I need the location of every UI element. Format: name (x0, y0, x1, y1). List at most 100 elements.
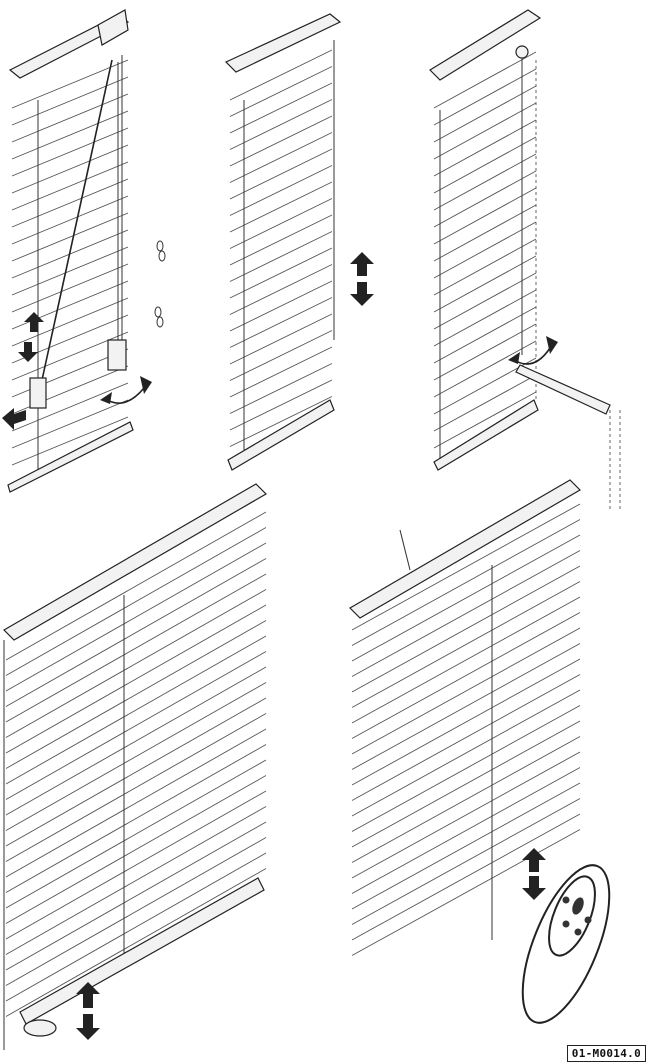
slat (11, 416, 129, 466)
chain-icon (156, 240, 166, 262)
slat (351, 550, 581, 677)
slat (433, 85, 537, 143)
slat (433, 323, 537, 381)
slat (229, 379, 333, 431)
slat (229, 49, 333, 101)
slat (5, 682, 267, 831)
head-rail (3, 483, 267, 641)
slat (11, 161, 129, 211)
slat (5, 635, 267, 785)
slat (229, 115, 333, 167)
slat (351, 813, 581, 941)
slat (11, 144, 129, 194)
slat (11, 76, 129, 126)
slat (5, 651, 267, 800)
slat (229, 330, 333, 381)
panel-5-remote-control (349, 479, 611, 1024)
slat (351, 751, 581, 879)
slat (433, 153, 537, 211)
slat (229, 132, 333, 183)
slat (351, 643, 581, 770)
slat (433, 306, 537, 364)
bottom-rail (7, 421, 134, 493)
slat (229, 148, 333, 200)
bottom-rail (19, 877, 265, 1025)
slat (351, 565, 581, 693)
slat (5, 620, 267, 769)
slat (351, 736, 581, 863)
slat (433, 289, 537, 347)
slat (5, 868, 267, 1017)
slat (229, 313, 333, 365)
slat (5, 573, 267, 723)
head-rail (349, 479, 581, 619)
slat (5, 759, 267, 909)
slat (229, 264, 333, 315)
slat (229, 99, 333, 150)
reference-code: 01-M0014.0 (566, 1045, 646, 1062)
slat (229, 297, 333, 348)
screw (399, 529, 411, 571)
slat (433, 102, 537, 160)
slat (433, 238, 537, 296)
slat (11, 195, 129, 245)
slat (229, 181, 333, 233)
slat (5, 837, 267, 986)
slat (5, 821, 267, 971)
cord-tassel (107, 339, 127, 371)
cord-tassel (29, 377, 47, 409)
slat (5, 852, 267, 1002)
crank-handle-icon (515, 364, 621, 510)
double-arrow-icon (76, 982, 100, 1040)
chain-icon (154, 306, 164, 328)
slat (11, 93, 129, 143)
slat (433, 340, 537, 398)
slat (5, 806, 267, 955)
double-arrow-icon (18, 312, 44, 362)
slat (5, 697, 267, 847)
pull-cord (41, 59, 113, 381)
slat (5, 775, 267, 924)
panel-3-crank-tilt (429, 9, 621, 510)
slat (433, 272, 537, 330)
slat (351, 612, 581, 739)
slat (351, 829, 581, 956)
slat (351, 767, 581, 894)
head-rail-end-cap (97, 9, 129, 46)
slat (433, 68, 537, 126)
slat (229, 66, 333, 117)
slat (5, 713, 267, 862)
slat (229, 346, 333, 398)
slat (433, 374, 537, 432)
slat (351, 689, 581, 817)
head-rail (8, 14, 130, 79)
double-arrow-icon (522, 848, 546, 900)
slat (11, 110, 129, 160)
slat (11, 399, 129, 449)
slat (11, 212, 129, 262)
slat (351, 674, 581, 801)
gearbox (515, 45, 529, 59)
slat (11, 178, 129, 228)
rotate-arrow-icon (508, 336, 558, 365)
slat-stack (5, 511, 267, 1017)
slat (229, 82, 333, 134)
slat (229, 280, 333, 332)
slat (433, 136, 537, 194)
slat (351, 534, 581, 662)
slat (433, 255, 537, 313)
remote-control-icon (521, 864, 611, 1024)
slat (5, 744, 267, 893)
slat (351, 720, 581, 848)
slat (229, 165, 333, 216)
slat (5, 558, 267, 707)
slat-stack (351, 503, 581, 956)
slat (5, 527, 267, 676)
slat (433, 170, 537, 228)
slat (229, 198, 333, 249)
slat (433, 391, 537, 449)
bottom-rail (433, 399, 539, 471)
panel-4-bottom-rail-lift (3, 483, 267, 1050)
slat (229, 396, 333, 447)
